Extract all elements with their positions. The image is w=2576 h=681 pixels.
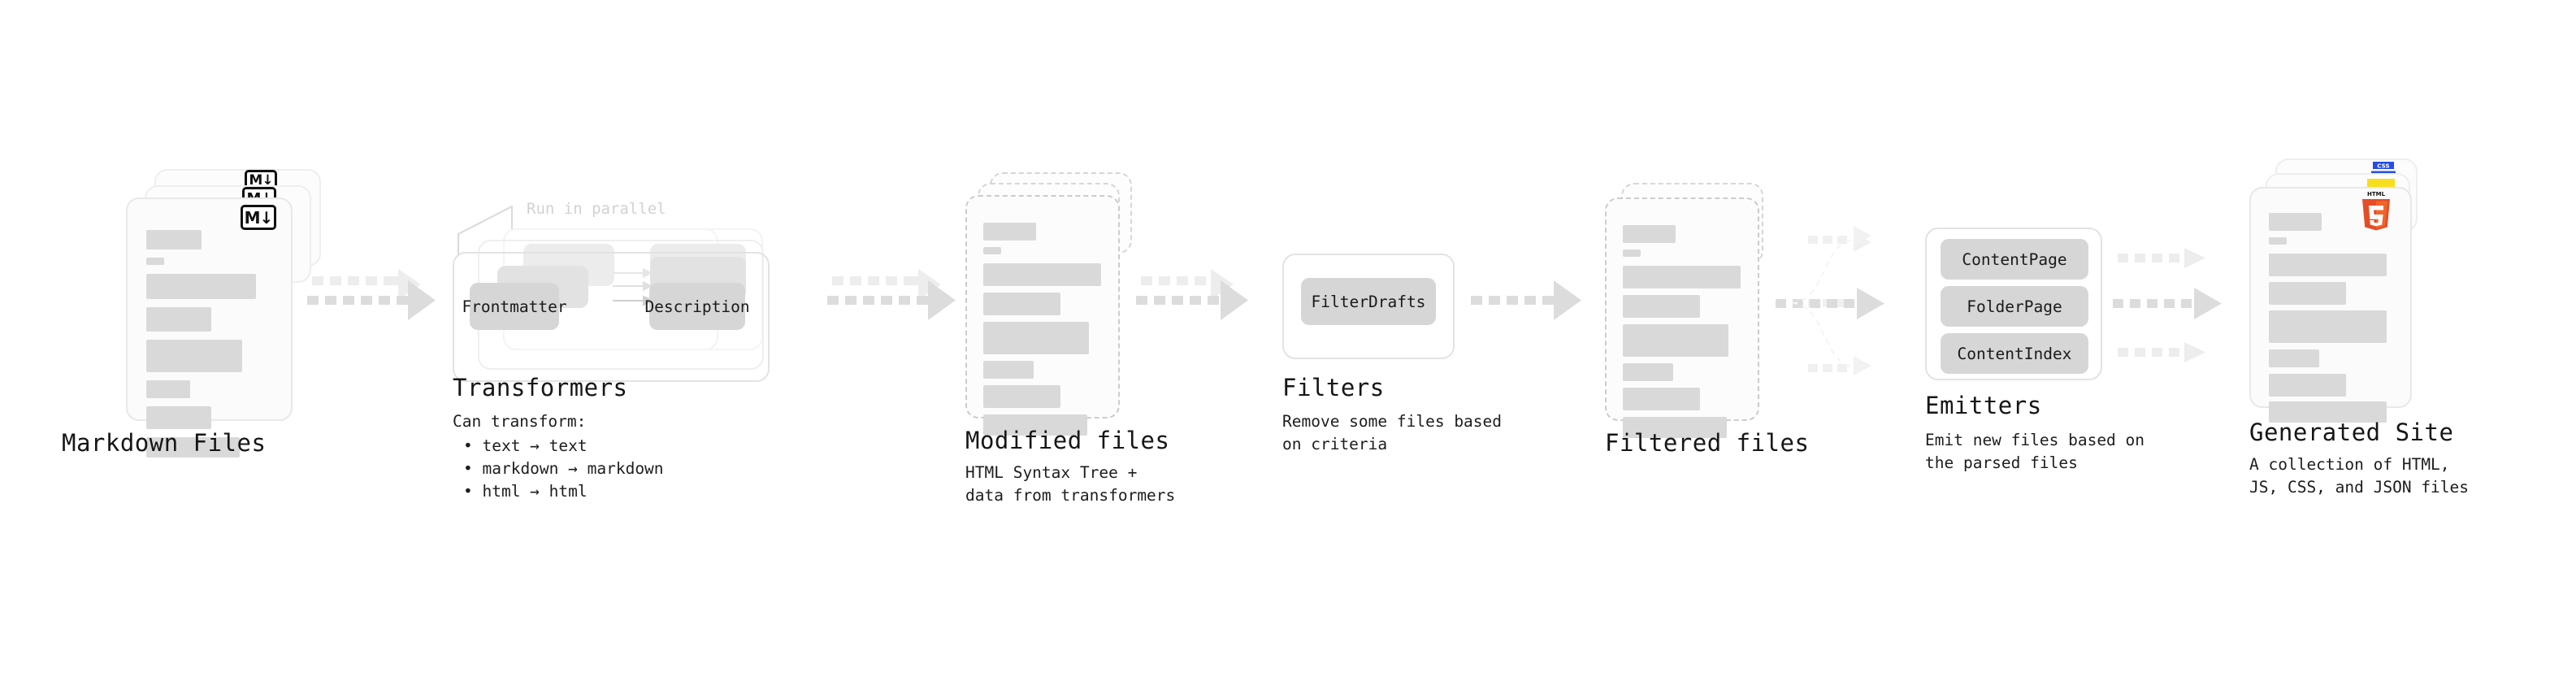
skeleton-line xyxy=(2269,237,2287,245)
skeleton-line xyxy=(146,307,211,332)
transformer-node-frontmatter[interactable]: Frontmatter xyxy=(462,283,567,330)
run-in-parallel-bracket xyxy=(457,205,514,257)
skeleton-line xyxy=(983,263,1101,286)
skeleton-line xyxy=(2269,374,2346,397)
connector-markdown-to-transformers xyxy=(307,260,445,333)
css-icon: CSS xyxy=(2371,162,2396,174)
markdown-card-front xyxy=(126,197,293,458)
transformer-internal-arrows xyxy=(613,267,655,306)
skeleton-line xyxy=(146,437,240,458)
skeleton-line xyxy=(1623,324,1728,357)
transformer-panel-front xyxy=(453,252,770,382)
filters-subtitle: Remove some files based on criteria xyxy=(1282,412,1503,453)
skeleton-line xyxy=(983,293,1060,315)
emitter-node-contentpage[interactable]: ContentPage xyxy=(1941,239,2088,280)
skeleton-line xyxy=(1623,417,1727,438)
skeleton-line xyxy=(146,340,242,372)
svg-text:CSS: CSS xyxy=(2377,163,2389,170)
connector-emitters-to-site xyxy=(2113,228,2263,382)
skeleton-line xyxy=(1623,388,1700,410)
skeleton-line xyxy=(983,361,1034,379)
skeleton-line xyxy=(146,380,190,398)
transformers-bullet-2: • html → html xyxy=(463,482,588,501)
markdown-icon: M↓ xyxy=(241,205,276,230)
skeleton-line xyxy=(2269,349,2319,367)
skeleton-line xyxy=(1623,225,1676,243)
skeleton-line xyxy=(146,258,164,265)
connector-modified-to-filters xyxy=(1136,260,1274,333)
skeleton-line xyxy=(2269,282,2346,305)
filter-node-filterdrafts[interactable]: FilterDrafts xyxy=(1301,278,1436,325)
skeleton-line xyxy=(1623,295,1700,318)
filters-panel xyxy=(1282,254,1455,359)
skeleton-line xyxy=(1623,266,1741,288)
skeleton-line xyxy=(1623,249,1641,257)
skeleton-line xyxy=(2269,254,2387,276)
skeleton-line xyxy=(1623,363,1673,381)
skeleton-line xyxy=(146,274,256,299)
transformers-bullet-0: • text → text xyxy=(463,436,588,455)
html5-icon: HTML xyxy=(2362,191,2390,231)
filtered-card-front xyxy=(1605,197,1759,438)
transformers-subtitle: Can transform: xyxy=(453,412,587,431)
skeleton-line xyxy=(983,414,1087,436)
modified-files-subtitle: HTML Syntax Tree + data from transformer… xyxy=(965,463,1176,505)
transformers-bullet-1: • markdown → markdown xyxy=(463,459,664,478)
skeleton-line xyxy=(2269,310,2387,343)
stage-title-modified-files: Modified files xyxy=(965,427,1170,454)
stage-title-filtered-files: Filtered files xyxy=(1605,429,1810,457)
connector-filtered-to-emitters xyxy=(1776,226,1926,382)
emitters-panel xyxy=(1925,228,2102,380)
skeleton-line xyxy=(983,223,1036,241)
stage-title-generated-site: Generated Site xyxy=(2249,419,2454,446)
skeleton-line xyxy=(2269,213,2322,231)
skeleton-line xyxy=(983,322,1089,354)
svg-text:HTML: HTML xyxy=(2367,191,2386,197)
skeleton-line xyxy=(146,406,211,429)
skeleton-line xyxy=(2269,401,2387,423)
skeleton-line xyxy=(983,385,1060,408)
emitters-subtitle: Emit new files based on the parsed files xyxy=(1925,431,2145,472)
stage-title-markdown-files: Markdown Files xyxy=(62,429,267,457)
run-in-parallel-label: Run in parallel xyxy=(527,200,666,218)
skeleton-line xyxy=(146,230,202,249)
connector-filters-to-filtered xyxy=(1471,280,1601,328)
stage-title-transformers: Transformers xyxy=(453,374,628,401)
emitter-node-contentindex[interactable]: ContentIndex xyxy=(1941,333,2088,374)
generated-site-subtitle: A collection of HTML, JS, CSS, and JSON … xyxy=(2249,455,2470,497)
stage-title-emitters: Emitters xyxy=(1925,392,2042,419)
modified-card-front xyxy=(965,195,1120,436)
stage-title-filters: Filters xyxy=(1282,374,1385,401)
skeleton-line xyxy=(983,247,1001,254)
transformer-node-description[interactable]: Description xyxy=(644,283,750,330)
emitter-node-folderpage[interactable]: FolderPage xyxy=(1941,286,2088,327)
connector-transformers-to-modified xyxy=(827,260,965,333)
